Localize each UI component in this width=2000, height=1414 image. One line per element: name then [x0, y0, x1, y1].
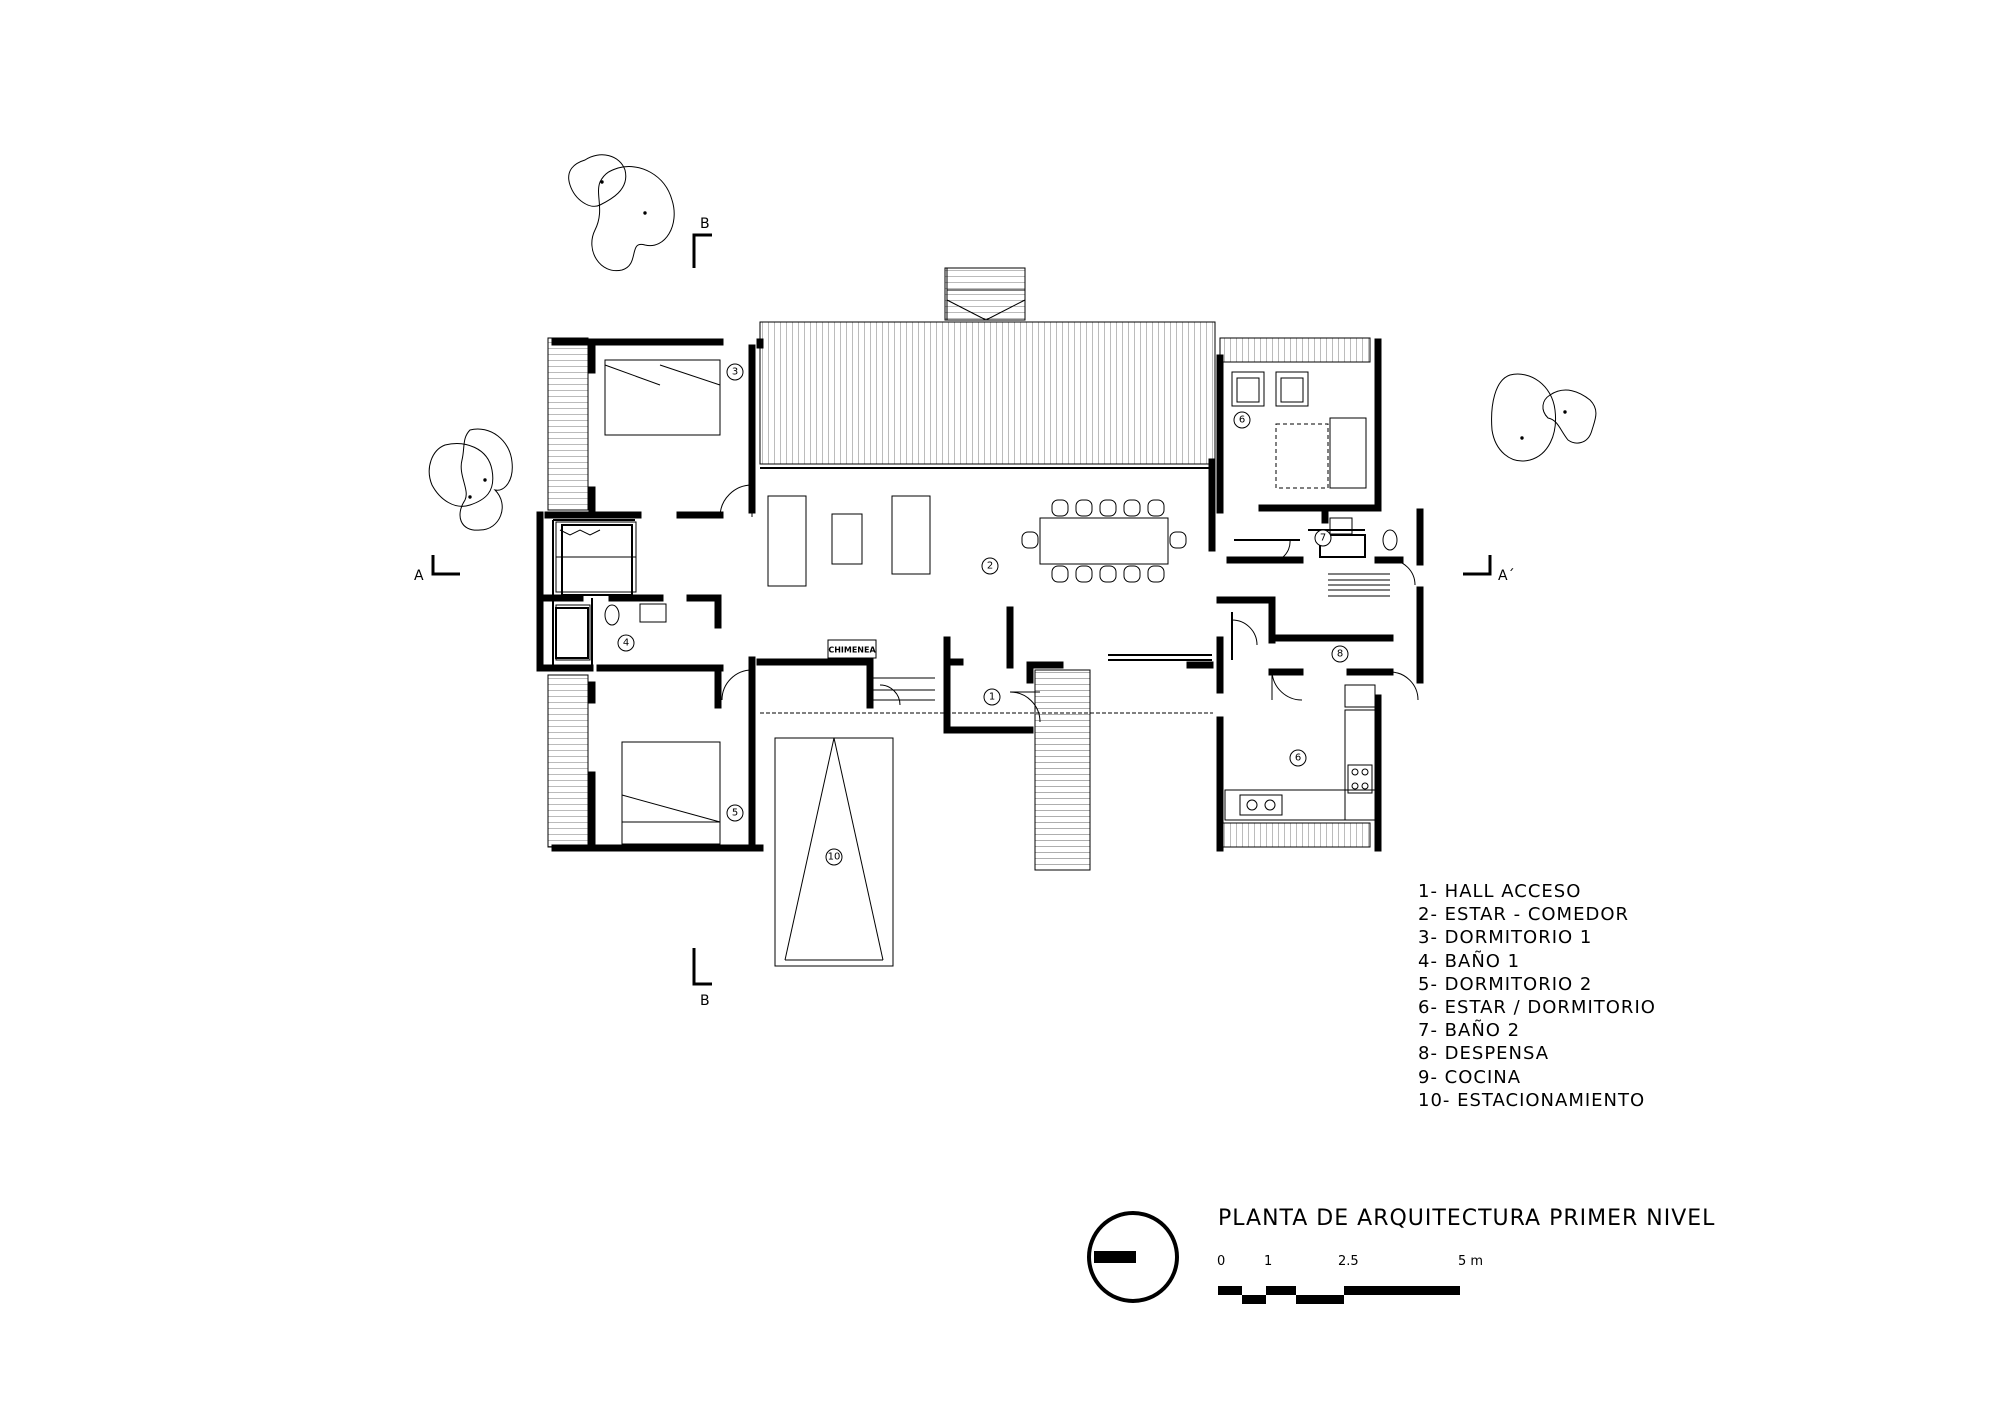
fireplace: CHIMENEA — [827, 639, 877, 659]
fridge — [1344, 684, 1376, 708]
section-b-bottom-label: B — [700, 993, 710, 1009]
room-number-labels: 1 2 3 4 5 6 6 7 8 10 — [623, 367, 1343, 863]
room-numbers — [617, 363, 1349, 866]
doors — [719, 484, 1419, 723]
room-number: 5 — [732, 808, 738, 819]
furniture — [555, 359, 1398, 845]
sofa — [891, 495, 931, 575]
room-number: 1 — [989, 692, 995, 703]
thin-walls — [552, 467, 1366, 714]
scale-label: 1 — [1264, 1254, 1273, 1269]
room-number: 8 — [1337, 649, 1343, 660]
access-ramp — [1034, 669, 1091, 871]
sofa — [1329, 417, 1367, 489]
coffee-table — [831, 513, 863, 565]
double-bed — [621, 741, 721, 823]
legend-item: 3- DORMITORIO 1 — [1418, 927, 1593, 949]
legend-item: 2- ESTAR - COMEDOR — [1418, 904, 1629, 926]
stove — [1347, 764, 1373, 794]
room-number: 10 — [828, 852, 841, 863]
legend-item: 9- COCINA — [1418, 1066, 1522, 1088]
dining-table — [1039, 517, 1169, 565]
plan-title: PLANTA DE ARQUITECTURA PRIMER NIVEL — [1218, 1206, 1716, 1231]
sink — [1329, 517, 1353, 535]
section-a-prime-label: A´ — [1498, 568, 1515, 584]
entry-steps — [946, 267, 1026, 321]
room-number: 6 — [1239, 415, 1245, 426]
section-labels: A A´ B B — [414, 216, 1515, 1009]
armchair — [1275, 371, 1309, 407]
room-number: 4 — [623, 638, 629, 649]
tree-icon — [1491, 373, 1597, 462]
armchair — [1231, 371, 1265, 407]
dining-chairs — [1021, 499, 1187, 583]
legend-item: 5- DORMITORIO 2 — [1418, 973, 1593, 995]
room-number: 2 — [987, 561, 993, 572]
stairs — [555, 521, 1390, 701]
sink — [639, 603, 667, 623]
fireplace-label: CHIMENEA — [828, 646, 876, 655]
legend-item: 1- HALL ACCESO — [1418, 881, 1582, 902]
walls — [536, 338, 1424, 852]
room-number: 6 — [1295, 753, 1301, 764]
scale-label: 0 — [1217, 1254, 1226, 1269]
sofa — [767, 495, 807, 587]
legend-item: 8- DESPENSA — [1418, 1043, 1550, 1065]
tree-icon — [568, 154, 675, 272]
kitchen-sink — [1239, 794, 1283, 816]
toilet — [604, 604, 620, 626]
legend-item: 10- ESTACIONAMIENTO — [1418, 1089, 1646, 1111]
kitchen-counter — [1344, 709, 1376, 821]
room-number: 7 — [1320, 533, 1326, 544]
double-bed — [604, 359, 721, 436]
bathtub — [555, 604, 591, 661]
north-arrow-icon — [1087, 1211, 1179, 1303]
toilet — [1382, 529, 1398, 551]
room-legend: 1- HALL ACCESO 2- ESTAR - COMEDOR 3- DOR… — [1418, 880, 1656, 1112]
legend-item: 6- ESTAR / DORMITORIO — [1418, 997, 1656, 1019]
parking-area — [774, 737, 894, 967]
room-number: 3 — [732, 367, 738, 378]
tree-icon — [428, 428, 513, 531]
legend-item: 7- BAÑO 2 — [1418, 1020, 1521, 1042]
scale-label: 5 m — [1458, 1254, 1484, 1269]
section-a-label: A — [414, 568, 424, 584]
section-marks — [431, 233, 1492, 986]
deck-areas — [547, 267, 1371, 871]
scale-label: 2.5 — [1338, 1254, 1359, 1269]
section-b-top-label: B — [700, 216, 710, 232]
legend-item: 4- BAÑO 1 — [1418, 950, 1521, 972]
scale-bar — [1218, 1286, 1460, 1304]
